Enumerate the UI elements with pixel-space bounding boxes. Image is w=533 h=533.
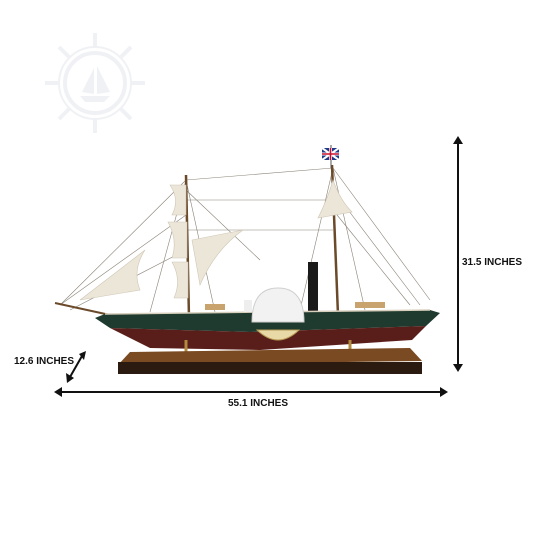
funnel xyxy=(308,262,318,312)
height-dimension-label: 31.5 INCHES xyxy=(462,257,523,268)
display-stand xyxy=(118,340,422,374)
bowsprit xyxy=(54,302,111,316)
ships-wheel-logo-icon xyxy=(45,33,145,133)
length-dimension-label: 55.1 INCHES xyxy=(228,398,289,409)
union-jack-flag xyxy=(321,145,340,168)
foremast xyxy=(184,174,191,319)
paddle-box xyxy=(251,287,305,341)
sails xyxy=(79,178,353,301)
dimension-arrows xyxy=(54,136,463,397)
depth-dimension-label: 12.6 INCHES xyxy=(14,356,75,367)
